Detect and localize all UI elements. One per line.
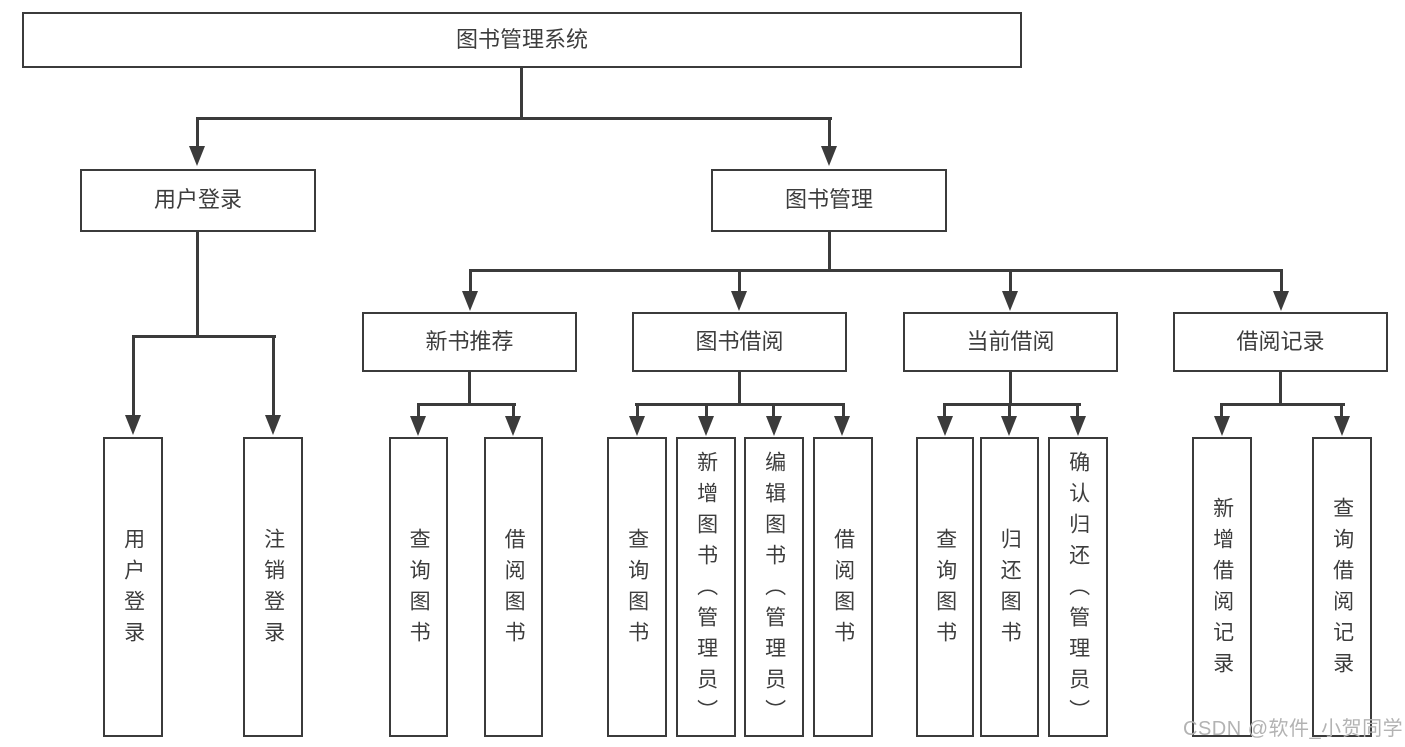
arrowhead-down — [1214, 416, 1230, 436]
leaf-current-confirm-return-admin: 确认归还（管理员） — [1048, 437, 1108, 737]
connector-line — [772, 403, 775, 417]
connector-line — [1009, 372, 1012, 405]
arrowhead-down — [1273, 291, 1289, 311]
leaf-recommend-query-books: 查询图书 — [389, 437, 448, 737]
connector-line — [468, 372, 471, 405]
connector-line — [1279, 372, 1282, 405]
connector-line — [842, 403, 845, 417]
csdn-watermark: CSDN @软件_小贺同学 — [1183, 718, 1404, 740]
node-user-login: 用户登录 — [80, 169, 316, 232]
arrowhead-down — [1334, 416, 1350, 436]
connector-line — [1076, 403, 1079, 417]
arrowhead-down — [505, 416, 521, 436]
arrowhead-down — [698, 416, 714, 436]
node-current-borrow: 当前借阅 — [903, 312, 1118, 372]
node-library-management-system: 图书管理系统 — [22, 12, 1022, 68]
connector-line — [417, 403, 420, 417]
connector-line — [272, 335, 275, 416]
connector-line — [738, 269, 741, 293]
connector-line — [469, 269, 1283, 272]
arrowhead-down — [265, 415, 281, 435]
arrowhead-down — [410, 416, 426, 436]
arrowhead-down — [462, 291, 478, 311]
connector-line — [828, 232, 831, 272]
leaf-current-query-books: 查询图书 — [916, 437, 974, 737]
arrowhead-down — [125, 415, 141, 435]
leaf-records-add-borrow-record: 新增借阅记录 — [1192, 437, 1252, 737]
connector-line — [705, 403, 708, 417]
leaf-recommend-borrow-books: 借阅图书 — [484, 437, 543, 737]
connector-line — [417, 403, 516, 406]
connector-line — [828, 117, 831, 147]
node-borrow-records: 借阅记录 — [1173, 312, 1388, 372]
connector-line — [512, 403, 515, 417]
node-new-book-recommend: 新书推荐 — [362, 312, 577, 372]
connector-line — [1220, 403, 1345, 406]
connector-line — [635, 403, 845, 406]
connector-line — [132, 335, 276, 338]
connector-line — [1008, 403, 1011, 417]
arrowhead-down — [189, 146, 205, 166]
connector-line — [196, 117, 199, 147]
arrowhead-down — [1002, 291, 1018, 311]
connector-line — [132, 335, 135, 416]
connector-line — [1280, 269, 1283, 293]
connector-line — [469, 269, 472, 293]
arrowhead-down — [766, 416, 782, 436]
leaf-current-return-books: 归还图书 — [980, 437, 1039, 737]
arrowhead-down — [731, 291, 747, 311]
connector-line — [943, 403, 1081, 406]
leaf-borrow-edit-books-admin: 编辑图书（管理员） — [744, 437, 804, 737]
connector-line — [1220, 403, 1223, 417]
leaf-logout-login: 注销登录 — [243, 437, 303, 737]
connector-line — [520, 68, 523, 120]
leaf-records-query-borrow-record: 查询借阅记录 — [1312, 437, 1372, 737]
connector-line — [1009, 269, 1012, 293]
arrowhead-down — [1070, 416, 1086, 436]
leaf-user-login: 用户登录 — [103, 437, 163, 737]
arrowhead-down — [834, 416, 850, 436]
arrowhead-down — [629, 416, 645, 436]
arrowhead-down — [1001, 416, 1017, 436]
connector-line — [196, 232, 199, 338]
connector-line — [636, 403, 639, 417]
arrowhead-down — [937, 416, 953, 436]
leaf-borrow-query-books: 查询图书 — [607, 437, 667, 737]
connector-line — [943, 403, 946, 417]
node-book-management: 图书管理 — [711, 169, 947, 232]
connector-line — [738, 372, 741, 405]
connector-line — [196, 117, 832, 120]
leaf-borrow-borrow-books: 借阅图书 — [813, 437, 873, 737]
leaf-borrow-add-books-admin: 新增图书（管理员） — [676, 437, 736, 737]
connector-line — [1340, 403, 1343, 417]
arrowhead-down — [821, 146, 837, 166]
node-book-borrow: 图书借阅 — [632, 312, 847, 372]
